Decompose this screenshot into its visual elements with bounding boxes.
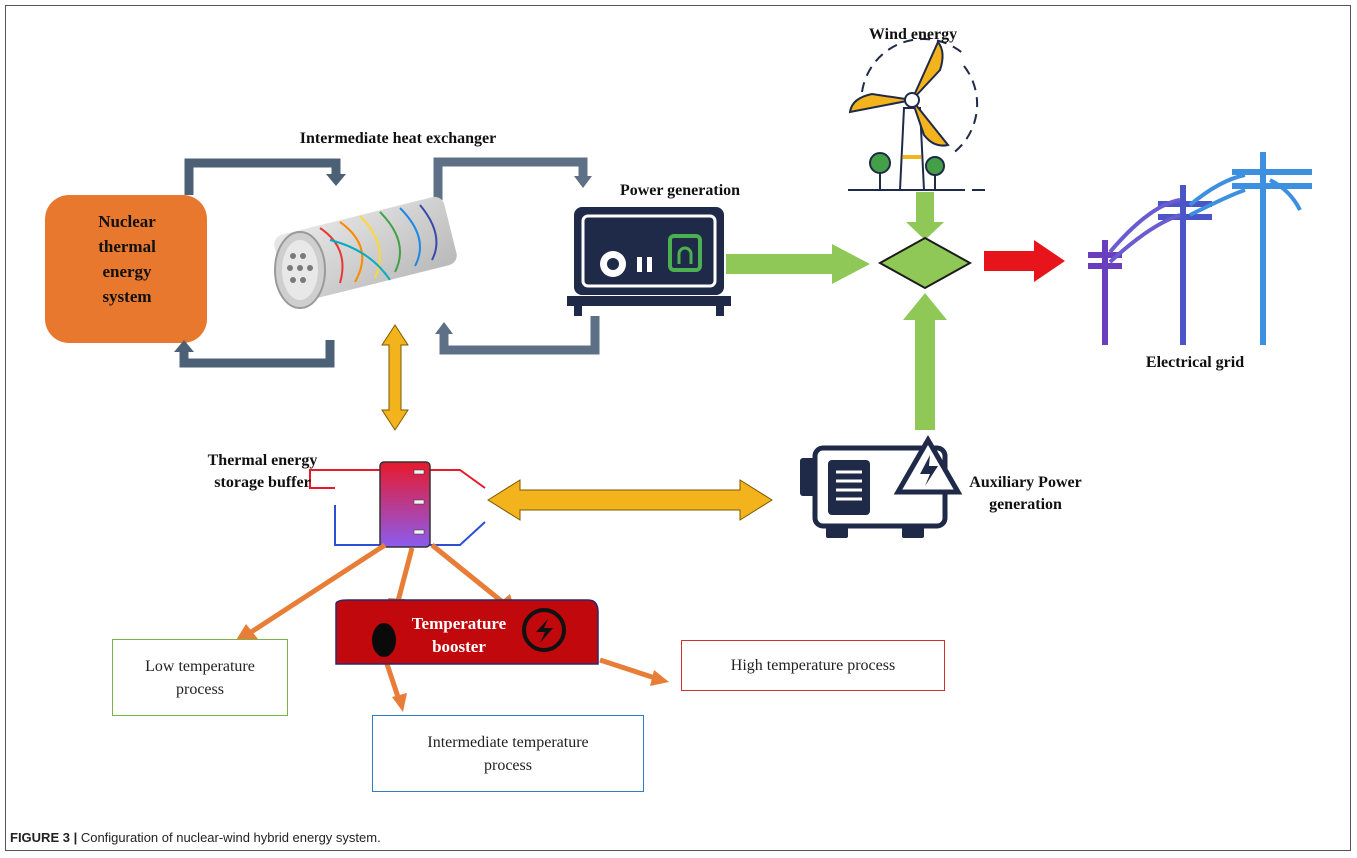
yellow-arrow-vertical	[381, 324, 409, 431]
nuclear-system-box	[45, 195, 207, 343]
label-temperature-booster: Temperature booster	[411, 614, 507, 656]
orange-head-mid	[392, 693, 407, 712]
wind-turbine-illustration	[848, 38, 985, 191]
thermal-storage-tank	[309, 461, 486, 548]
label-auxiliary-power: Auxiliary Power generation	[969, 474, 1082, 513]
heat-exchanger-illustration	[274, 196, 457, 309]
booster-lightning-icon	[522, 608, 566, 652]
junction-diamond	[877, 236, 973, 290]
booster-black-circle	[372, 623, 396, 657]
loop-arrowhead-4	[435, 322, 453, 334]
loop-arrowhead-2	[174, 340, 194, 352]
label-electrical-grid: Electrical grid	[1145, 354, 1245, 371]
loop-arrowhead-1	[326, 174, 346, 186]
electrical-grid-illustration	[1088, 152, 1312, 345]
intermediate-temperature-process-box: Intermediate temperature process	[372, 715, 644, 792]
red-arrow-grid	[984, 240, 1065, 282]
label-wind-energy: Wind energy	[868, 26, 958, 43]
nuclear-loop-arrows	[179, 158, 341, 368]
green-arrow-power	[726, 244, 870, 284]
green-arrow-wind	[906, 192, 944, 240]
label-heat-exchanger: Intermediate heat exchanger	[299, 130, 497, 147]
figure-frame	[5, 5, 1351, 851]
figure-caption: FIGURE 3 | Configuration of nuclear-wind…	[10, 830, 381, 845]
figure-number: FIGURE 3 |	[10, 830, 78, 845]
low-temperature-process-box: Low temperature process	[112, 639, 288, 716]
label-power-generation: Power generation	[619, 182, 741, 199]
orange-head-high	[650, 670, 669, 686]
power-generation-machine	[567, 207, 731, 316]
booster-lightning-bolt	[536, 619, 553, 643]
power-loop-arrows	[433, 157, 600, 355]
yellow-arrow-horizontal	[487, 479, 773, 521]
label-nuclear-system: Nuclear thermal energy system	[98, 212, 156, 306]
loop-arrowhead-3	[574, 176, 592, 188]
auxiliary-generator-illustration	[800, 434, 963, 538]
figure-caption-text: Configuration of nuclear-wind hybrid ene…	[80, 830, 381, 845]
green-arrow-aux	[903, 293, 947, 430]
high-temperature-process-box: High temperature process	[681, 640, 945, 691]
label-thermal-storage: Thermal energy storage buffer	[207, 452, 318, 491]
